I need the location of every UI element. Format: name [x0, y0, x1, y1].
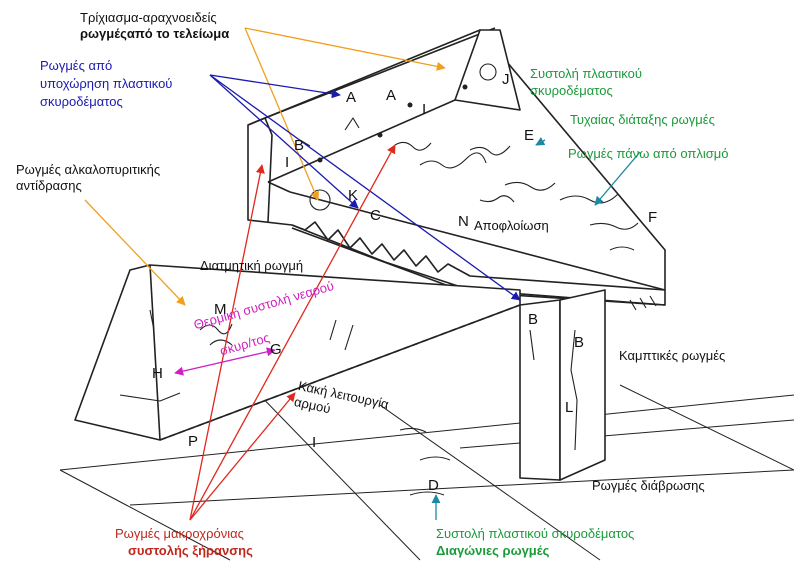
- cracks: [119, 63, 657, 496]
- label-spalling: Αποφλοίωση: [474, 218, 549, 233]
- label-alk-2: αντίδρασης: [16, 178, 82, 193]
- letter-d: D: [428, 477, 439, 494]
- letter-a-1: A: [346, 89, 357, 106]
- label-green-3: Τυχαίας διάταξης ρωγμές: [570, 112, 715, 127]
- label-blue-3: σκυροδέματος: [40, 94, 123, 109]
- letter-b-3: B: [574, 334, 585, 351]
- label-green-2: σκυροδέματος: [530, 83, 613, 98]
- letter-i-2: I: [285, 154, 290, 171]
- label-blue-1: Ρωγμές από: [40, 58, 113, 73]
- letter-c: C: [370, 207, 381, 224]
- letter-m: M: [214, 301, 227, 318]
- letter-k: K: [348, 187, 359, 204]
- column: [519, 289, 606, 481]
- letter-b-2: B: [528, 311, 539, 328]
- letter-l: L: [565, 399, 574, 416]
- letter-e: E: [524, 127, 535, 144]
- letter-i-3: I: [312, 434, 317, 451]
- label-shear: Διατμητική ρωγμή: [200, 258, 304, 273]
- letter-b-1: B: [294, 137, 305, 154]
- letter-g: G: [270, 341, 282, 358]
- label-green-4: Ρωγμές πάνω από οπλισμό: [568, 146, 729, 161]
- label-blue-2: υποχώρηση πλαστικού: [40, 76, 173, 91]
- label-red-2: συστολής ξήρανσης: [128, 543, 253, 558]
- label-top-black-1: Τρίχιασμα-αραχνοειδείς: [80, 10, 217, 25]
- letter-h: H: [152, 365, 163, 382]
- letter-i-1: I: [422, 101, 427, 118]
- label-bottom-green-1: Συστολή πλαστικού σκυροδέματος: [436, 526, 635, 541]
- letter-j: J: [502, 71, 510, 88]
- letter-n: N: [458, 213, 469, 230]
- letter-p: P: [188, 433, 199, 450]
- label-alk-1: Ρωγμές αλκαλοπυριτικής: [16, 162, 161, 177]
- label-green-1: Συστολή πλαστικού: [530, 66, 642, 81]
- annotation-arrows: [84, 27, 641, 521]
- label-bottom-green-2: Διαγώνιες ρωγμές: [436, 543, 550, 558]
- label-bending: Καμπτικές ρωγμές: [619, 348, 726, 363]
- letter-f: F: [648, 209, 658, 226]
- dots: [317, 84, 468, 163]
- letter-a-2: A: [386, 87, 397, 104]
- label-red-1: Ρωγμές μακροχρόνιας: [115, 526, 244, 541]
- label-corrosion: Ρωγμές διάβρωσης: [592, 478, 705, 493]
- label-top-black-2: ρωγμέςαπό το τελείωμα: [80, 26, 230, 41]
